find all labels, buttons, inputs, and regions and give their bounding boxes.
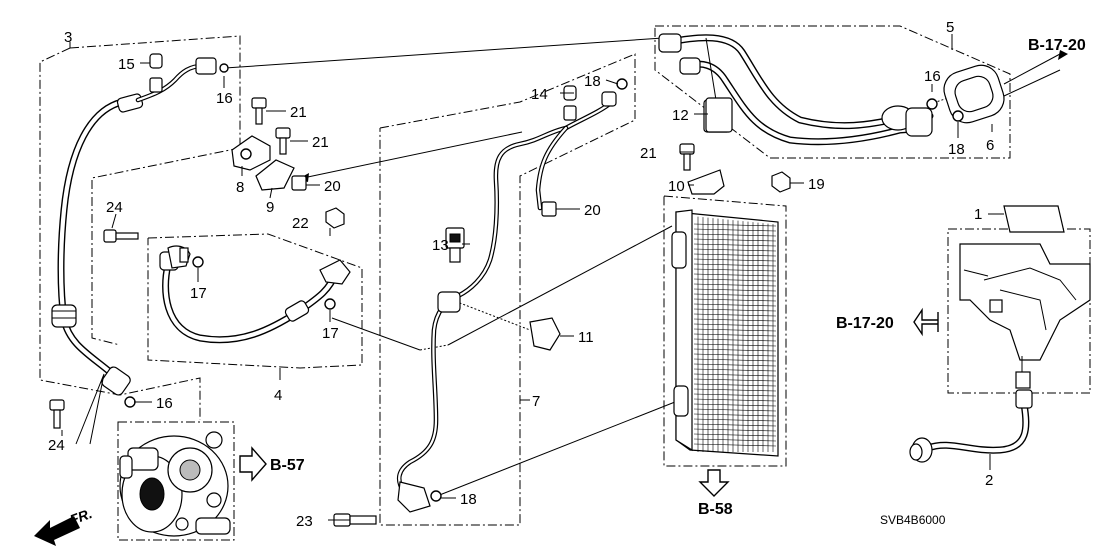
callout-11: 11 [578,329,594,346]
hardware [49,53,1065,527]
callout-5: 5 [946,19,954,36]
callout-2: 2 [985,472,993,489]
clip-20-a [291,175,307,191]
callout-18-a: 18 [584,73,601,90]
callout-9: 9 [266,199,274,216]
callout-8: 8 [236,179,244,196]
callout-13: 13 [432,237,449,254]
ref-b-17-20-middle: B-17-20 [836,315,894,332]
group-7-outline [379,53,636,526]
callout-leaders [61,34,1004,521]
arrow-head-top-right [1058,50,1068,60]
bolt-21-c [679,143,695,171]
callout-20-a: 20 [324,178,341,195]
compressor [119,431,231,537]
callout-20-b: 20 [584,202,601,219]
o-ring-18-a [616,78,628,90]
callout-12: 12 [672,107,689,124]
pressure-switch-13 [445,227,465,263]
callout-19: 19 [808,176,825,193]
inset-detail [909,243,1091,463]
callout-22: 22 [292,215,309,232]
callout-14: 14 [531,86,548,103]
group-outlines [39,25,1091,541]
callout-18-c: 18 [460,491,477,508]
clip-20-b [541,201,557,217]
callout-10: 10 [668,178,685,195]
discharge-hose [51,57,217,396]
callout-23: 23 [296,513,313,530]
bolt-24-top [103,229,139,243]
group-3-outline-top [69,35,241,148]
front-arrow [34,516,80,546]
arrow-left-b1720 [913,307,939,337]
arrow-right-b57 [239,446,267,482]
condenser [671,209,779,457]
callout-15: 15 [118,56,135,73]
callout-18-b: 18 [948,141,965,158]
reference-labels: B-17-20 B-17-20 B-57 B-58 FR. SVB4B6000 [68,37,1086,528]
diagram-code: SVB4B6000 [880,513,946,527]
callout-16-left: 16 [156,395,173,412]
callout-21-a: 21 [290,104,307,121]
callout-4: 4 [274,387,282,404]
ref-b-57: B-57 [270,457,305,474]
group-4-outline [147,233,363,369]
nut-22 [325,207,345,229]
o-ring-16-top [219,63,229,73]
callout-numbers: 1 2 3 4 5 6 7 8 9 10 11 12 13 14 15 16 1… [48,19,994,530]
compressor-outline [117,421,235,541]
callout-17-b: 17 [322,325,339,342]
callout-21-c: 21 [640,145,657,162]
callout-7: 7 [532,393,540,410]
group-5-outline [654,25,1011,159]
callout-6: 6 [986,137,994,154]
suction-hose [159,245,351,344]
cap-15 [149,53,163,69]
bolt-24-bottom [49,399,65,429]
ref-b-17-20-top: B-17-20 [1028,37,1086,54]
front-label: FR. [68,505,95,528]
receiver-line [396,91,617,513]
callout-21-b: 21 [312,134,329,151]
reference-arrows [34,50,1068,546]
condenser-outline [663,195,787,467]
callout-17-a: 17 [190,285,207,302]
arrow-down-b58 [698,469,730,497]
connector-12 [705,97,733,133]
o-ring-17-a [192,256,204,268]
group-3-outline-right [91,147,241,346]
bracket-9 [255,159,295,191]
o-ring-18-c [430,490,442,502]
callout-24-bottom: 24 [48,437,65,454]
callout-3: 3 [64,29,72,46]
callout-16-top: 16 [216,90,233,107]
o-ring-16-left [124,396,136,408]
nut-19 [771,171,791,193]
callout-1: 1 [974,206,982,223]
callout-16-right: 16 [924,68,941,85]
o-ring-17-b [324,298,336,310]
bolt-21-a [251,97,267,125]
label-sticker-1 [1003,205,1065,233]
bolt-21-b [275,127,291,155]
o-ring-16-right [926,98,938,110]
bracket-10 [687,169,725,195]
ref-b-58: B-58 [698,501,733,518]
o-ring-18-b [952,110,964,122]
callout-24-top: 24 [106,199,123,216]
clamp-11 [529,317,561,351]
